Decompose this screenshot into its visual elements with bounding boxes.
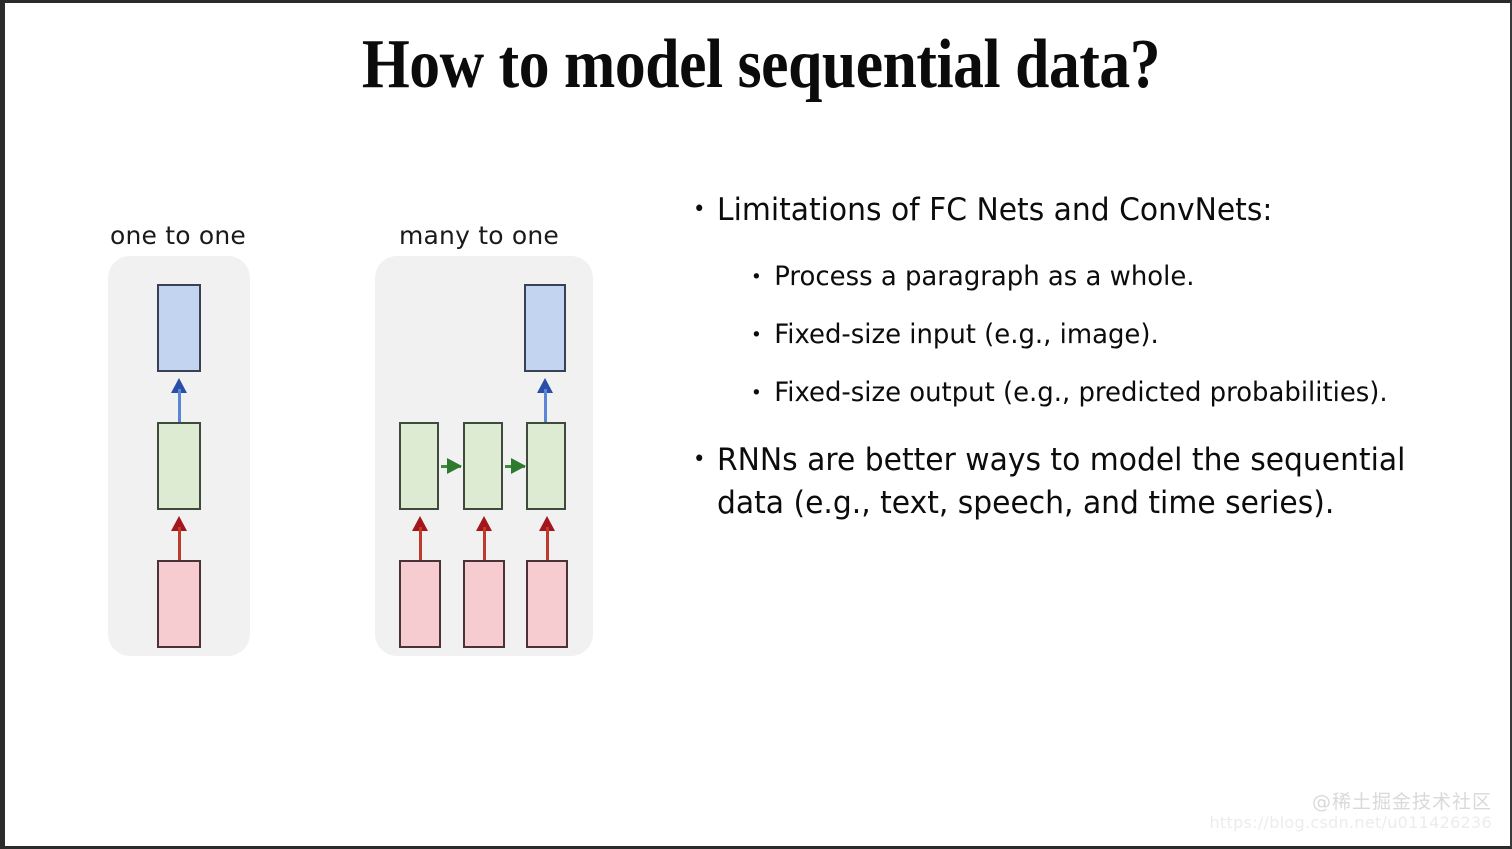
bullet-item: • Fixed-size output (e.g., predicted pro…: [751, 374, 1425, 412]
diagram-label-many-to-one: many to one: [398, 221, 560, 250]
input-box: [157, 560, 201, 648]
bullet-marker-icon: •: [693, 197, 706, 222]
watermark: @稀土掘金技术社区 https://blog.csdn.net/u0114262…: [1209, 790, 1492, 832]
bullet-marker-icon: •: [751, 324, 762, 347]
bullet-item: • Process a paragraph as a whole.: [751, 258, 1425, 296]
input-box: [399, 560, 441, 648]
hidden-box: [157, 422, 201, 510]
bullet-marker-icon: •: [751, 265, 762, 288]
bullet-marker-icon: •: [693, 446, 706, 472]
diagram-many-to-one: many to one: [363, 221, 595, 661]
diagram-label-one-to-one: one to one: [109, 221, 247, 250]
bullet-item: • Fixed-size input (e.g., image).: [751, 316, 1425, 354]
diagram-one-to-one: one to one: [83, 221, 273, 661]
input-box: [463, 560, 505, 648]
bullet-text: Process a paragraph as a whole.: [774, 260, 1195, 292]
watermark-url: https://blog.csdn.net/u011426236: [1209, 812, 1492, 832]
bullet-item: • RNNs are better ways to model the sequ…: [693, 439, 1423, 525]
hidden-box: [399, 422, 439, 510]
bullet-item: • Limitations of FC Nets and ConvNets:: [693, 189, 1423, 232]
bullet-marker-icon: •: [751, 382, 762, 405]
hidden-box: [526, 422, 566, 510]
input-box: [526, 560, 568, 648]
output-box: [524, 284, 566, 372]
bullet-list: • Limitations of FC Nets and ConvNets: •…: [693, 189, 1453, 542]
bullet-text: Limitations of FC Nets and ConvNets:: [716, 192, 1273, 228]
diagram-group: one to one many to one: [5, 3, 665, 846]
page-title: How to model sequential data?: [361, 26, 1161, 103]
bullet-text: RNNs are better ways to model the sequen…: [716, 441, 1406, 521]
watermark-name: @稀土掘金技术社区: [1311, 790, 1492, 813]
output-box: [157, 284, 201, 372]
bullet-text: Fixed-size input (e.g., image).: [774, 319, 1159, 351]
hidden-box: [463, 422, 503, 510]
bullet-text: Fixed-size output (e.g., predicted proba…: [774, 377, 1388, 409]
